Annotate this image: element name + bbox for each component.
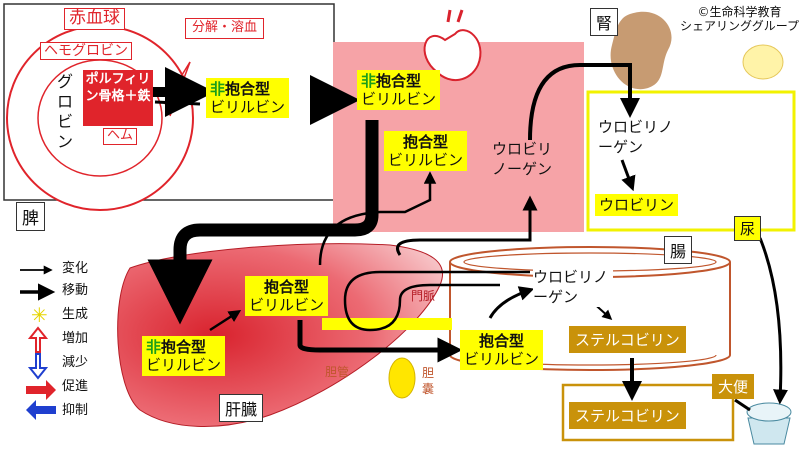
gallbladder-label: 胆囊 (422, 366, 435, 396)
intestine-label: 腸 (664, 236, 693, 264)
legend-increase: 増加 (62, 331, 89, 346)
conj-bilirubin-intestine: 抱合型ビリルビン (460, 330, 544, 370)
bile-duct-label: 胆管 (325, 365, 350, 379)
gallbladder-icon (388, 357, 416, 399)
toilet-icon (747, 417, 791, 445)
stercobilin-feces: ステルコビリン (569, 402, 686, 429)
hemoglobin-label: ヘモグロビン (40, 42, 132, 61)
unconj-bilirubin-liver: 非抱合型ビリルビン (142, 336, 226, 376)
stercobilin-intestine: ステルコビリン (569, 326, 686, 353)
spleen-label: 脾 (16, 202, 45, 231)
kidney-label: 腎 (590, 8, 619, 36)
conj-bilirubin-blood: 抱合型ビリルビン (384, 131, 468, 171)
urine-label: 尿 (734, 216, 762, 241)
feces-label: 大便 (712, 374, 755, 399)
urobilinogen-kidney: ウロビリノーゲン (598, 118, 674, 156)
heme-label: ヘム (103, 128, 138, 145)
liver-label: 肝臓 (219, 394, 264, 422)
urobilinogen-blood: ウロビリノーゲン (492, 140, 562, 179)
rbc-title: 赤血球 (64, 8, 125, 30)
heart-icon (423, 29, 482, 81)
copyright-text: ©生命科学教育 シェアリンググループ (680, 5, 800, 33)
urobilin-kidney: ウロビリン (595, 194, 679, 216)
svg-text:✳: ✳ (31, 303, 48, 327)
legend-produce: 生成 (62, 307, 89, 322)
porphyrin-box: ポルフィリン骨格＋鉄 (83, 70, 153, 126)
chick-icon (742, 44, 784, 80)
urobilinogen-intestine: ウロビリノーゲン (533, 268, 613, 307)
decomposition-label: 分解・溶血 (185, 18, 265, 39)
kidney-icon (610, 11, 672, 90)
conj-bilirubin-liver: 抱合型ビリルビン (245, 276, 329, 316)
globin-label: グロビン (57, 72, 74, 151)
portal-vein-label: 門脈 (411, 289, 436, 303)
legend-move: 移動 (62, 283, 89, 298)
legend-promote: 促進 (62, 379, 89, 394)
bile-duct-strip (322, 318, 452, 330)
unconj-bilirubin-spleen: 非抱合型ビリルビン (206, 78, 290, 118)
legend-decrease: 減少 (62, 355, 89, 370)
unconj-bilirubin-blood: 非抱合型ビリルビン (357, 70, 441, 110)
legend-inhibit: 抑制 (62, 403, 89, 418)
legend-change: 変化 (62, 261, 89, 276)
